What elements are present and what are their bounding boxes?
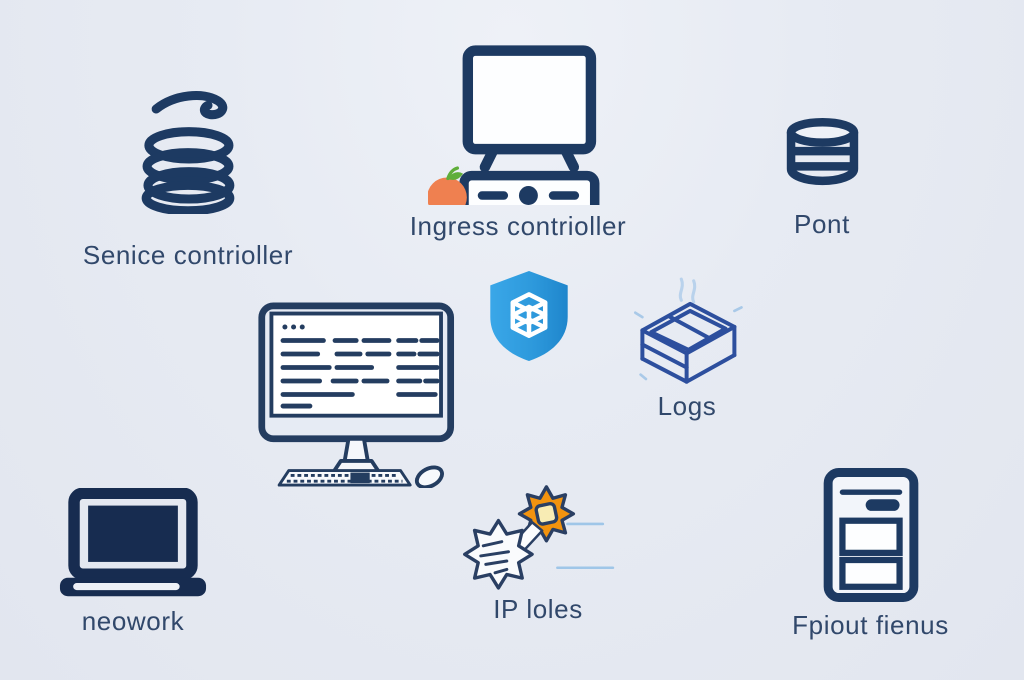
speed-lines [556,522,615,569]
burst-center [534,501,559,526]
database-icon [786,117,858,186]
ip-rules-label: IP loles [493,594,583,624]
front-servers-item: Fpiout fienus [778,468,963,641]
keyboard [277,469,412,487]
drive-bay [838,517,903,556]
orange-fruit [428,166,467,205]
wireframe-crate-icon [633,277,743,384]
monitor-screen [269,311,443,418]
port-label: Pont [794,209,850,239]
code-lines [280,338,440,409]
laptop-screen [88,505,178,562]
tv-media-player-icon [428,45,600,205]
coil-spring-icon [141,91,235,214]
window-dots [282,324,305,330]
stack-glyph [510,292,548,338]
shield-stack-icon [490,270,568,361]
logs-item: Logs [612,272,762,422]
port-item: Pont [737,116,907,240]
smoke [678,277,696,304]
sparkles [633,306,743,381]
logs-label: Logs [657,391,717,421]
drive-bay [838,556,903,590]
network-label: neowork [81,606,185,636]
laptop-icon [59,488,207,597]
tv-screen [462,45,597,155]
shield-stack-item [484,268,574,363]
crate-frame [639,301,736,384]
front-servers-label: Fpiout fienus [792,610,949,640]
mouse [414,465,444,488]
ip-rules-item: IP loles [448,480,628,625]
workstation-item [256,300,468,488]
monitor-stand [342,436,370,463]
desktop-computer-icon [258,302,455,488]
service-controller-label: Senice contrioller [82,240,294,270]
ingress-controller-label: Ingress contrioller [409,211,627,241]
gear-burst-icon [463,485,615,590]
ingress-controller-item: Ingress contrioller [398,44,638,242]
server-tower-icon [823,468,918,602]
service-controller-item: Senice contrioller [58,84,318,271]
network-item: neowork [48,488,218,637]
burst-scribbles [479,540,510,575]
